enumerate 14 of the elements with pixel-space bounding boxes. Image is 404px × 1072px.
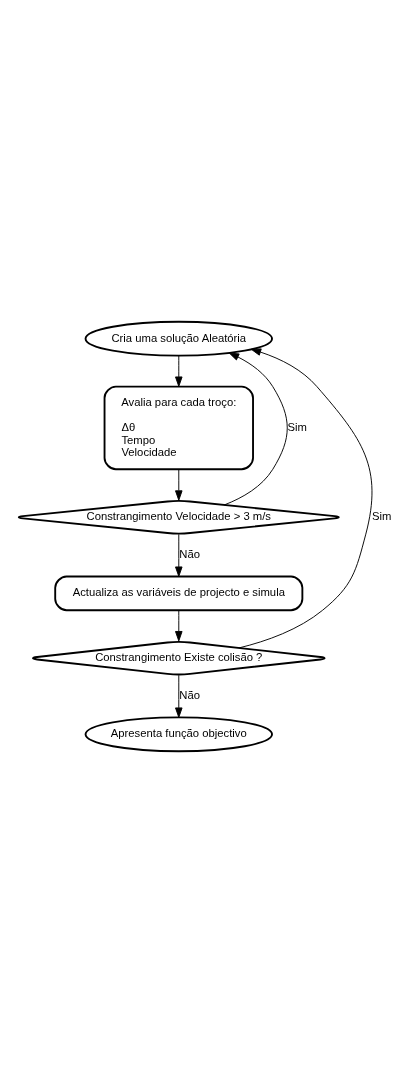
arrow	[223, 352, 288, 505]
edge-label: Não	[179, 688, 200, 701]
node-ellipse: Apresenta função objectivo	[84, 715, 273, 752]
edge-label: Sim	[372, 509, 392, 522]
edge-label: Sim	[287, 420, 307, 433]
arrow	[175, 674, 183, 718]
arrow	[238, 347, 373, 648]
arrow	[175, 609, 183, 641]
node-box: Avalia para cada troço: Δθ Tempo Velocidade	[103, 385, 254, 470]
arrow	[175, 533, 183, 577]
node-box: Actualiza as variáveis de projecto e simula	[54, 575, 304, 611]
edge-label: Não	[179, 547, 200, 560]
arrow	[175, 354, 183, 387]
arrow	[175, 468, 183, 501]
